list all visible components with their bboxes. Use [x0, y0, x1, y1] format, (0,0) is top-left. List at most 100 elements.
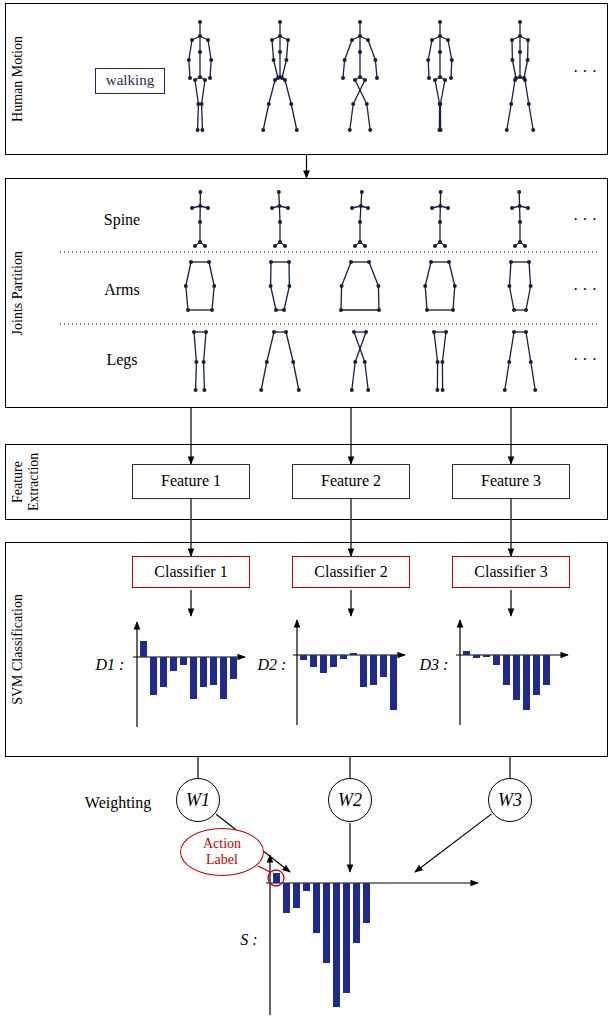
bone: [199, 222, 200, 242]
legs-figure: [432, 330, 448, 392]
weight-circle: W2: [328, 778, 372, 822]
bone: [437, 362, 439, 390]
score-bar: [353, 883, 360, 943]
bone: [440, 104, 442, 130]
joint: [367, 260, 371, 264]
joint: [507, 284, 511, 288]
bone: [186, 262, 191, 286]
joint: [184, 284, 188, 288]
legs-figure: [350, 330, 370, 392]
score-bar: [170, 657, 177, 671]
joint: [208, 76, 212, 80]
score-bar: [180, 657, 187, 665]
axis: [459, 620, 460, 725]
joint: [444, 330, 448, 334]
callout-ellipse: Action Label: [180, 828, 264, 876]
score-bar: [513, 655, 520, 700]
joint: [277, 204, 281, 208]
bone: [203, 362, 205, 390]
joint: [190, 206, 194, 210]
arms-figure: [269, 260, 292, 312]
joint: [433, 244, 437, 248]
axis: [293, 654, 405, 655]
joint: [350, 38, 354, 42]
arms-figure: [184, 260, 216, 312]
joint: [339, 308, 343, 312]
bone: [434, 332, 438, 362]
bone: [199, 36, 200, 52]
joint: [291, 360, 295, 364]
joint: [198, 50, 202, 54]
score-label: D3 :: [420, 656, 449, 674]
bone: [350, 104, 353, 130]
joint: [358, 20, 362, 24]
joint: [513, 244, 517, 248]
bone: [210, 60, 211, 78]
bone: [450, 60, 452, 78]
joint: [523, 78, 527, 82]
bone: [199, 206, 200, 222]
legs-figure: [259, 330, 301, 392]
joint: [513, 78, 517, 82]
bone: [272, 40, 274, 60]
bone: [368, 40, 375, 60]
classifier-box: Classifier 1: [132, 556, 250, 588]
joint: [287, 260, 291, 264]
joint: [358, 220, 362, 224]
score-bar: [313, 883, 320, 933]
band-panel: Joints Partition: [5, 178, 608, 408]
joint: [518, 75, 522, 79]
bone: [195, 362, 197, 390]
bone: [263, 104, 269, 130]
flow-arrow: [510, 590, 511, 616]
bone: [428, 40, 432, 60]
score-chart: [456, 620, 568, 725]
joint: [365, 102, 369, 106]
bone: [279, 206, 281, 222]
bone: [359, 222, 360, 242]
joint: [529, 284, 533, 288]
joint: [441, 388, 445, 392]
joint: [427, 76, 431, 80]
part-name: Spine: [104, 211, 140, 229]
score-bar: [360, 655, 367, 687]
score-bar: [493, 655, 500, 665]
joint: [518, 220, 522, 224]
skeleton-figure: [505, 20, 535, 132]
bone: [284, 286, 289, 310]
joint: [375, 76, 379, 80]
joint: [261, 128, 265, 132]
score-chart: [133, 622, 245, 727]
joint: [510, 206, 514, 210]
flow-arrow: [190, 499, 191, 556]
side-label-holder: Feature Extraction: [10, 445, 42, 519]
connector-line: [509, 757, 510, 778]
band-title: Human Motion: [10, 36, 26, 122]
joint: [363, 78, 367, 82]
joint: [527, 260, 531, 264]
score-bar: [323, 883, 330, 963]
joint: [198, 20, 202, 24]
classifier-box: Classifier 2: [292, 556, 410, 588]
bone: [341, 309, 379, 310]
joint: [510, 58, 514, 62]
bone: [511, 40, 513, 60]
bone: [204, 332, 206, 362]
bone: [197, 104, 199, 130]
joint: [527, 102, 531, 106]
bone: [375, 60, 377, 78]
ellipsis: · · ·: [573, 351, 597, 369]
joint: [202, 360, 206, 364]
bone: [511, 261, 529, 262]
score-bar: [503, 655, 510, 685]
joint: [432, 330, 436, 334]
flow-arrow: [510, 499, 511, 556]
bone: [529, 104, 533, 130]
joint: [270, 38, 274, 42]
bone: [191, 261, 209, 262]
joint: [430, 206, 434, 210]
score-bar: [303, 883, 310, 891]
bone: [525, 80, 529, 104]
joint: [273, 78, 277, 82]
spine-figure: [350, 190, 370, 248]
